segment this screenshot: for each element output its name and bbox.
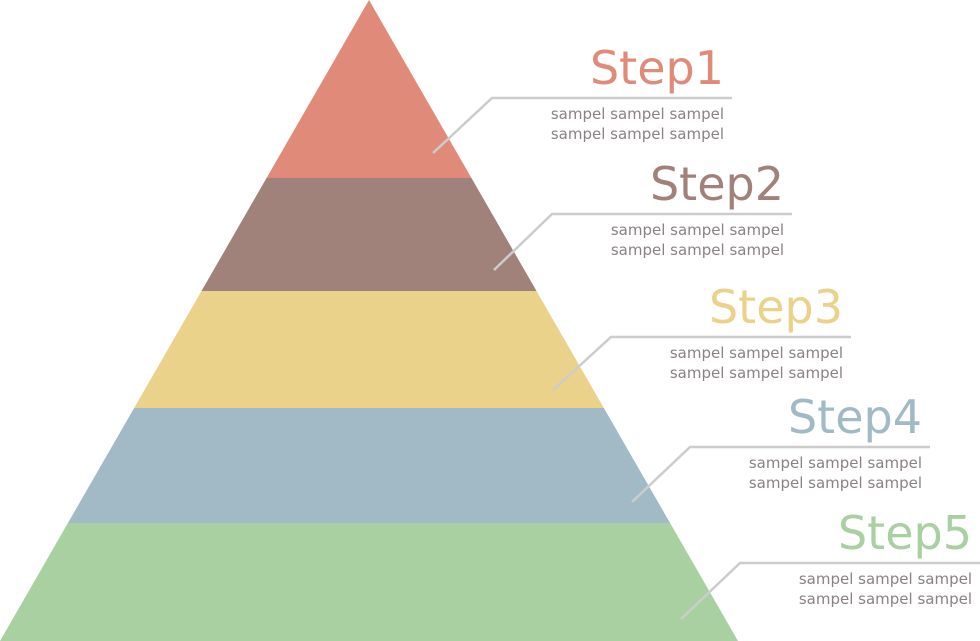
step-description-line: sampel sampel sampel [611,221,784,239]
pyramid-layer-1 [266,0,472,178]
leader-line-5 [680,561,980,620]
step-title: Step3 [709,280,843,334]
step-description-line: sampel sampel sampel [799,570,972,588]
step-description-line: sampel sampel sampel [611,241,784,259]
leader-line-3 [552,335,851,391]
step-description-line: sampel sampel sampel [799,590,972,608]
step-description-line: sampel sampel sampel [749,474,922,492]
leader-line-4 [631,445,930,503]
pyramid-layer-4 [67,408,671,523]
step-description-line: sampel sampel sampel [670,364,843,382]
step-title: Step5 [838,506,972,560]
pyramid-layer-2 [201,178,537,291]
pyramid-layer-3 [134,291,604,408]
step-title: Step1 [590,41,724,95]
step-title: Step4 [788,390,922,444]
pyramid-layer-5 [0,523,738,641]
leader-line-1 [432,96,732,154]
step-description-line: sampel sampel sampel [749,454,922,472]
step-description-line: sampel sampel sampel [551,125,724,143]
step-description-line: sampel sampel sampel [670,344,843,362]
step-title: Step2 [650,157,784,211]
leader-line-2 [493,212,792,271]
step-description-line: sampel sampel sampel [551,105,724,123]
